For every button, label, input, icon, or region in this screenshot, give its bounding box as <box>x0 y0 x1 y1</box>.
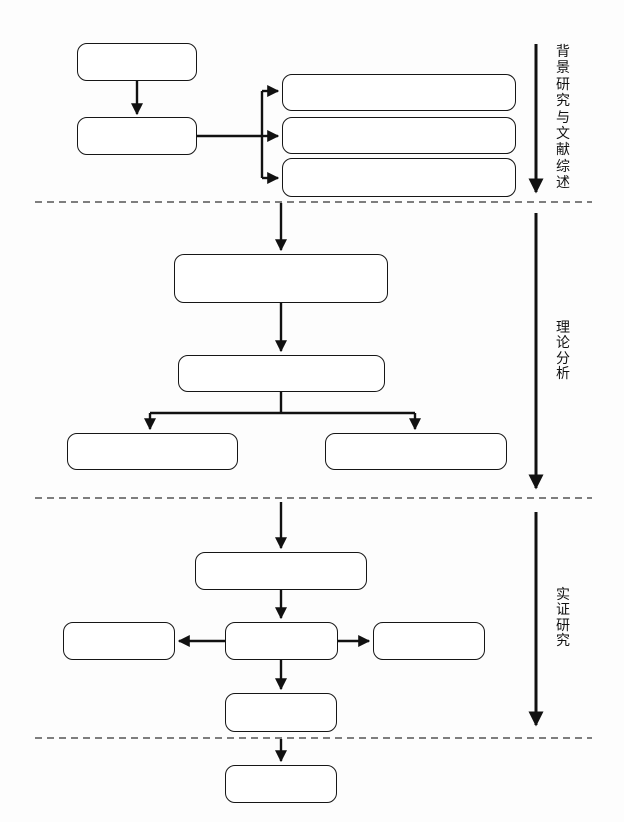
node-right-1 <box>282 74 516 111</box>
node-empirical-2 <box>225 693 337 732</box>
node-theory-left <box>67 433 238 470</box>
node-conclusion <box>225 765 337 803</box>
flow-connectors <box>131 81 421 763</box>
node-empirical-center <box>225 622 338 660</box>
section-label-empirical-research: 实证研究 <box>556 587 570 649</box>
node-right-2 <box>282 117 516 154</box>
node-top-2 <box>77 117 197 155</box>
node-theory-2 <box>178 355 385 392</box>
node-empirical-right <box>373 622 485 660</box>
section-label-theoretical-analysis: 理论分析 <box>556 320 570 382</box>
node-right-3 <box>282 158 516 197</box>
node-empirical-1 <box>195 552 367 590</box>
section-label-background-research: 背景研究与文献综述 <box>556 44 570 192</box>
section-separators <box>35 201 592 739</box>
node-theory-1 <box>174 254 388 303</box>
node-theory-right <box>325 433 507 470</box>
node-empirical-left <box>63 622 175 660</box>
node-top-1 <box>77 43 197 81</box>
